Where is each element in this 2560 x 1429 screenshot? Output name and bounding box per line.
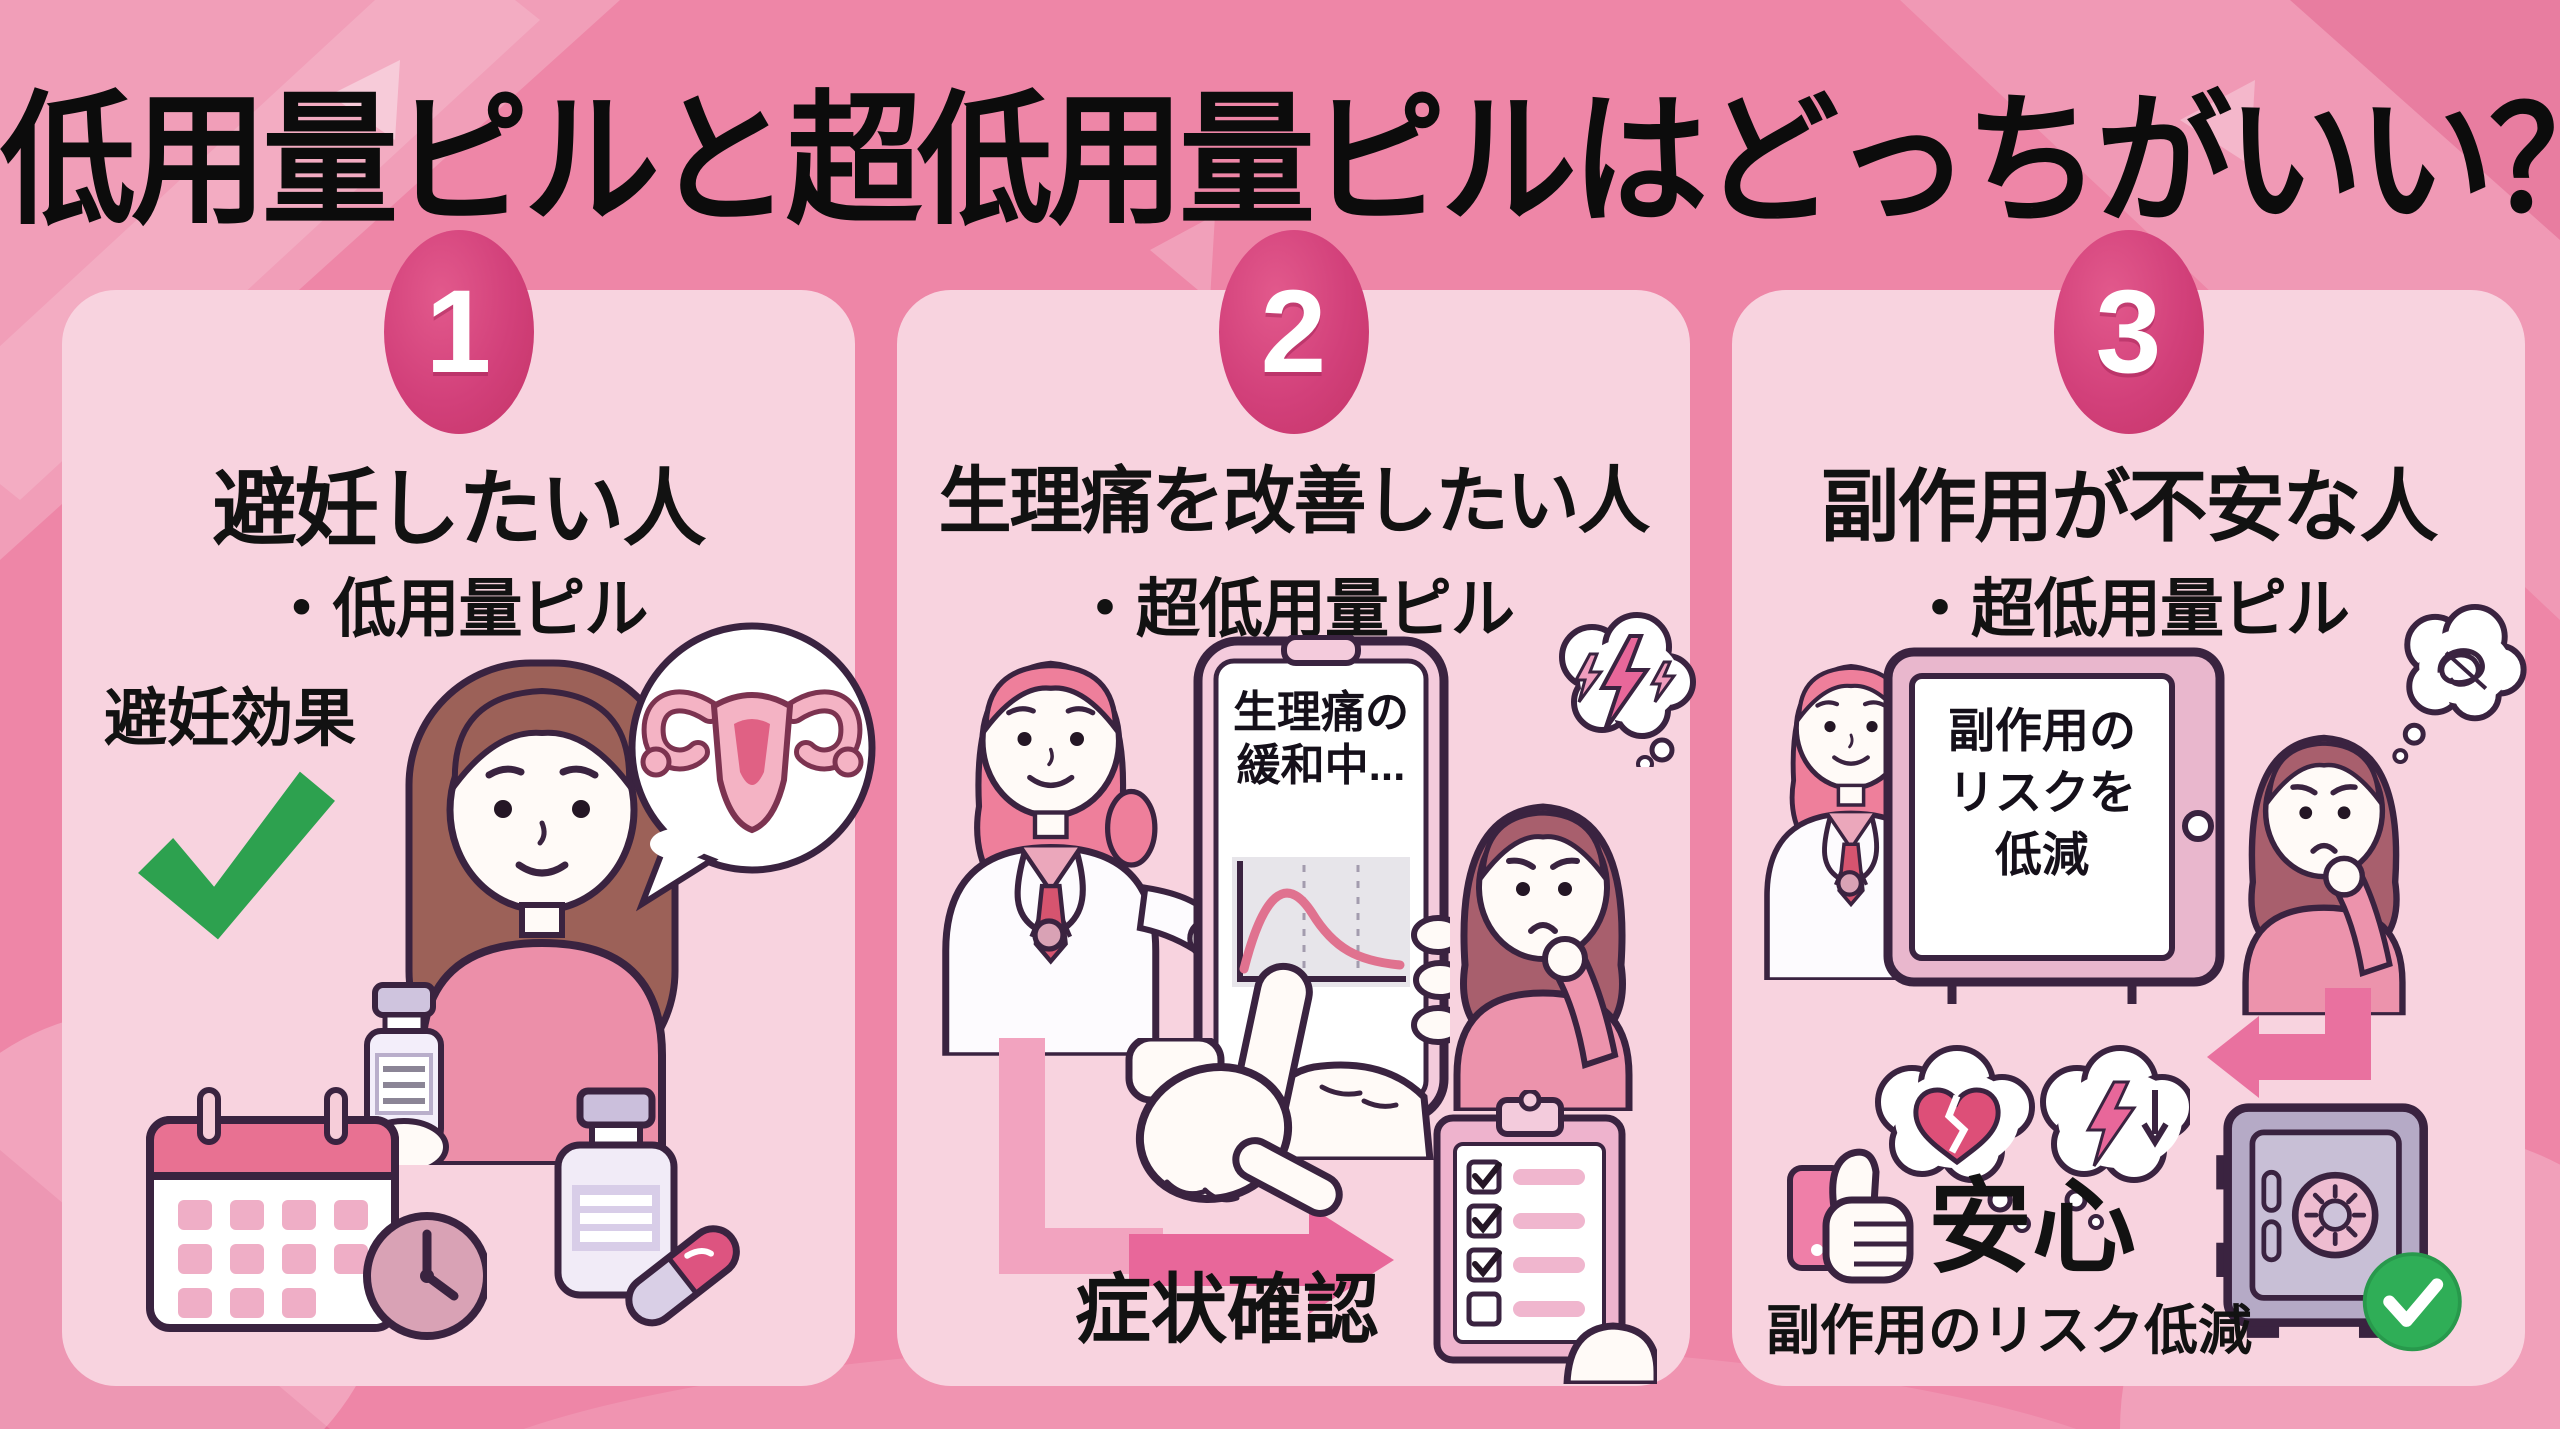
card-contraception: 1 避妊したい人 ・低用量ピル 避妊効果 (62, 230, 855, 1386)
tangle-thought-bubble-icon (2380, 595, 2530, 772)
card-subheading: ・超低用量ピル (1073, 573, 1515, 645)
card-side-effects: 3 副作用が不安な人 ・超低用量ピル 副作用の リスクを 低減 安心 副作用のリ… (1732, 230, 2525, 1386)
step-number: 3 (2095, 266, 2162, 398)
card-subheading: ・超低用量ピル (1908, 573, 2350, 645)
risk-reduction-caption: 副作用のリスク低減 (1766, 1301, 2252, 1361)
hook-arrow-icon (2207, 988, 2379, 1100)
card-heading: 副作用が不安な人 (1820, 462, 2439, 551)
step-badge-2: 2 (1218, 230, 1369, 434)
step-number: 1 (425, 266, 492, 398)
tablet-screen-text: 副作用の リスクを 低減 (1948, 704, 2136, 882)
worried-woman-illustration (1429, 752, 1657, 1112)
relief-label: 安心 (1928, 1170, 2137, 1286)
card-heading: 生理痛を改善したい人 (938, 461, 1651, 542)
step-badge-3: 3 (2053, 230, 2204, 434)
uterus-speech-bubble-illustration (614, 620, 879, 920)
calendar-clock-icon (142, 1078, 487, 1353)
lightning-thought-bubble-icon (1542, 602, 1697, 767)
card-period-pain: 2 生理痛を改善したい人 ・超低用量ピル 生理痛の 緩和中... 症状確認 (897, 230, 1690, 1386)
card-heading: 避妊したい人 (212, 462, 706, 556)
step-badge-1: 1 (383, 230, 534, 434)
symptom-check-caption: 症状確認 (1075, 1268, 1379, 1353)
tablet-illustration: 副作用の リスクを 低減 (1882, 642, 2237, 1007)
smartphone-illustration: 生理痛の 緩和中... (1192, 635, 1450, 1160)
thumbs-up-icon (1784, 1138, 1922, 1291)
pill-bottle-capsule-icon (502, 1085, 747, 1335)
contraception-effect-label: 避妊効果 (104, 684, 356, 754)
card-subheading: ・低用量ピル (269, 573, 649, 645)
step-number: 2 (1260, 266, 1327, 398)
check-icon (124, 758, 349, 953)
page-title: 低用量ピルと超低用量ピルはどっちがいい？ (0, 80, 2560, 242)
phone-screen-text: 生理痛の 緩和中... (1233, 688, 1409, 790)
